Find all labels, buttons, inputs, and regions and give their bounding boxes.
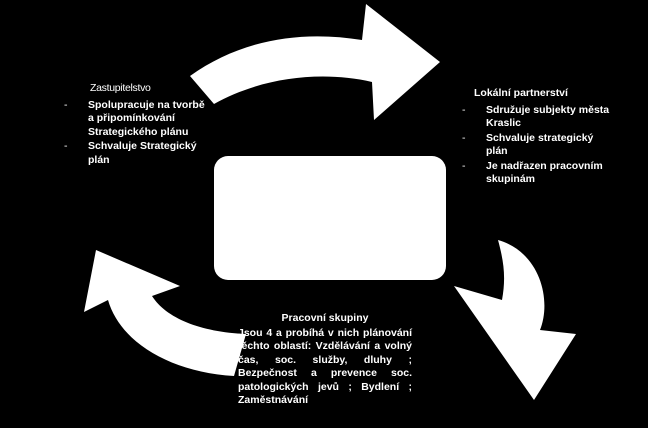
list-item: Schvaluje Strategický plán [62,140,212,167]
zastupitelstvo-title: Zastupitelstvo [90,82,151,94]
zastupitelstvo-list: Spolupracuje na tvorbě a připomínkování … [62,99,212,168]
lokalni-partnerstvi-title: Lokální partnerství [474,87,568,99]
lokalni-partnerstvi-list: Sdružuje subjekty města Kraslic Schvaluj… [460,104,610,187]
pracovni-skupiny-title: Pracovní skupiny [281,312,369,324]
arrow-right [454,240,576,400]
list-item: Sdružuje subjekty města Kraslic [460,104,610,131]
zastupitelstvo-block: Zastupitelstvo Spolupracuje na tvorbě a … [62,82,212,168]
pracovni-skupiny-text: Jsou 4 a probíhá v nich plánování těchto… [238,326,412,407]
pracovni-skupiny-block: Pracovní skupiny Jsou 4 a probíhá v nich… [238,312,412,408]
list-item: Schvaluje strategický plán [460,132,610,159]
arrow-top [190,4,440,120]
arrow-left [84,250,246,376]
center-box [214,156,446,280]
list-item: Spolupracuje na tvorbě a připomínkování … [62,99,212,140]
lokalni-partnerstvi-block: Lokální partnerství Sdružuje subjekty mě… [460,87,610,188]
list-item: Je nadřazen pracovním skupinám [460,160,610,187]
